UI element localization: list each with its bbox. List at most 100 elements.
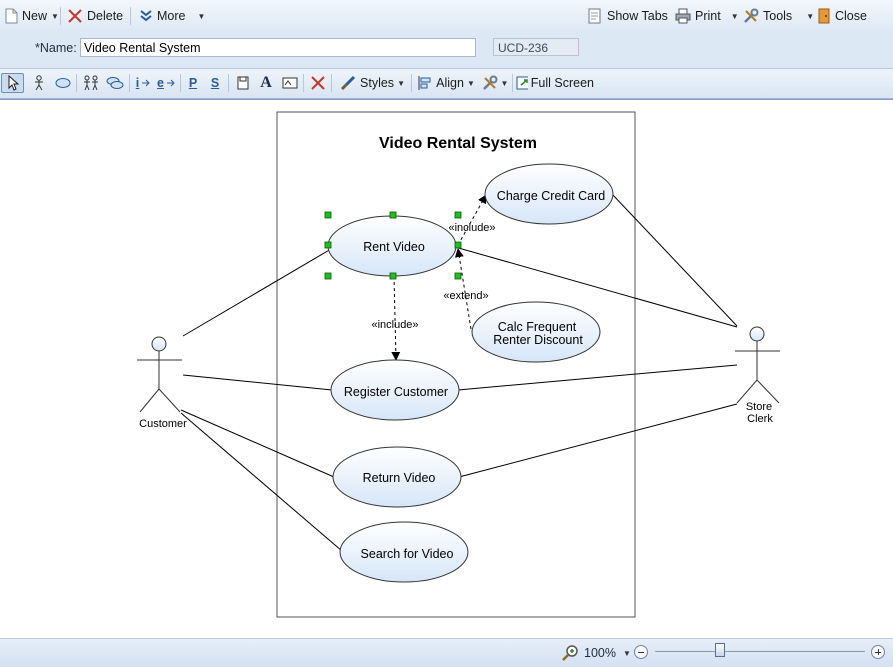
tools-icon [744,8,759,23]
association-clerk-charge[interactable] [611,193,738,327]
use-case-calc-frequent-renter-discount[interactable]: Calc Frequent Renter Discount [471,301,601,363]
diagram-tools-button[interactable]: ▼ [481,73,509,93]
association-clerk-rent[interactable] [454,246,738,328]
zoom-in-button[interactable] [871,645,885,659]
more-button[interactable]: More ▼ [139,5,205,27]
print-button[interactable]: Print ▼ [675,5,739,27]
chevron-down-icon[interactable]: ▼ [623,649,631,658]
extend-tool-button[interactable]: e [156,73,176,93]
association-customer-register[interactable] [182,374,333,391]
full-screen-button[interactable]: Full Screen [516,73,594,93]
package-tool-button[interactable]: P [184,73,202,93]
tools-button[interactable]: Tools ▼ [743,5,814,27]
system-tool-button[interactable]: S [206,73,224,93]
use-case-label: Rent Video [363,240,425,254]
close-label: Close [835,9,867,23]
use-case-charge-credit-card[interactable]: Charge Credit Card [484,163,614,225]
new-button[interactable]: New ▼ [4,5,59,27]
styles-label: Styles [360,76,395,90]
use-case-group-tool-button[interactable] [104,73,126,93]
minus-icon [638,652,644,653]
association-lines [180,193,738,552]
extend-label-calc: «extend» [443,290,488,302]
resize-handle[interactable] [389,211,397,219]
zoom-out-button[interactable] [634,645,648,659]
association-customer-return[interactable] [180,409,335,478]
association-customer-rent[interactable] [182,248,332,337]
delete-x-icon [68,9,82,23]
divider [411,74,412,92]
divider [130,7,131,25]
association-clerk-register[interactable] [457,364,738,391]
zoom-magnifier-icon [562,645,578,661]
note-icon [237,76,249,90]
align-button[interactable]: Align ▼ [416,73,476,93]
resize-handle[interactable] [389,272,397,280]
use-case-label: Charge Credit Card [497,189,605,203]
use-case-tool-button[interactable] [52,73,74,93]
use-case-label: Search for Video [361,547,454,561]
include-label-charge: «include» [448,222,495,234]
chevron-down-icon: ▼ [51,11,59,21]
chevron-down-icon: ▼ [197,11,206,21]
actor-group-tool-button[interactable] [80,73,102,93]
select-tool-button[interactable] [1,73,24,93]
status-bar: 100% ▼ [0,638,893,667]
tools-label: Tools [763,9,793,23]
actor-tool-button[interactable] [29,73,49,93]
include-label-register: «include» [371,319,418,331]
delete-button[interactable]: Delete [67,5,123,27]
use-case-search-for-video[interactable]: Search for Video [339,521,469,583]
printer-icon [675,8,691,24]
use-case-return-video[interactable]: Return Video [332,446,462,508]
include-tool-label: i [135,76,140,90]
resize-handle[interactable] [324,211,332,219]
divider [512,74,513,92]
system-title: Video Rental System [379,135,537,152]
name-bar: *Name: UCD-236 [0,32,893,69]
resize-handle[interactable] [324,241,332,249]
resize-handle[interactable] [454,241,462,249]
resize-handle[interactable] [454,211,462,219]
show-tabs-button[interactable]: Show Tabs [587,5,668,27]
extend-arrow-calc[interactable] [454,248,472,330]
plus-icon-v [878,649,879,655]
actor-icon [749,326,765,342]
actor-label-line2: Clerk [747,413,773,425]
resize-handle[interactable] [324,272,332,280]
zoom-slider-thumb[interactable] [715,643,725,657]
use-case-rent-video[interactable]: Rent Video [327,215,457,277]
zoom-slider-track[interactable] [655,651,865,652]
paintbrush-icon [340,75,356,91]
close-door-icon [818,8,830,24]
use-case-label: Register Customer [344,385,448,399]
association-clerk-return[interactable] [458,403,738,478]
delete-shape-button[interactable] [308,73,328,93]
ellipses-icon [106,77,124,89]
name-input[interactable] [80,38,476,57]
close-button[interactable]: Close [817,5,867,27]
include-arrow-register[interactable] [391,275,401,361]
selection-handles [324,211,462,280]
styles-button[interactable]: Styles ▼ [336,73,408,93]
resize-handle[interactable] [454,272,462,280]
note-tool-button[interactable] [233,73,253,93]
system-tool-label: S [210,76,220,90]
actor-customer[interactable]: Customer [137,336,187,430]
use-case-register-customer[interactable]: Register Customer [330,359,460,421]
image-tool-button[interactable] [280,73,300,93]
zoom-level[interactable]: 100% [584,646,616,660]
diagram-canvas[interactable]: Video Rental System «include» «extend» «… [0,99,893,638]
actor-store-clerk[interactable]: Store Clerk [735,326,780,425]
text-tool-button[interactable]: A [256,73,276,93]
show-tabs-label: Show Tabs [607,9,668,23]
use-case-label: Return Video [363,471,436,485]
chevron-down-icon: ▼ [500,78,509,88]
actor-icon [151,336,167,352]
tools-icon [482,75,498,90]
include-tool-button[interactable]: i [133,73,153,93]
divider [76,74,77,92]
arrow-right-icon [166,79,175,87]
align-icon [418,76,431,90]
association-customer-search[interactable] [180,412,343,552]
